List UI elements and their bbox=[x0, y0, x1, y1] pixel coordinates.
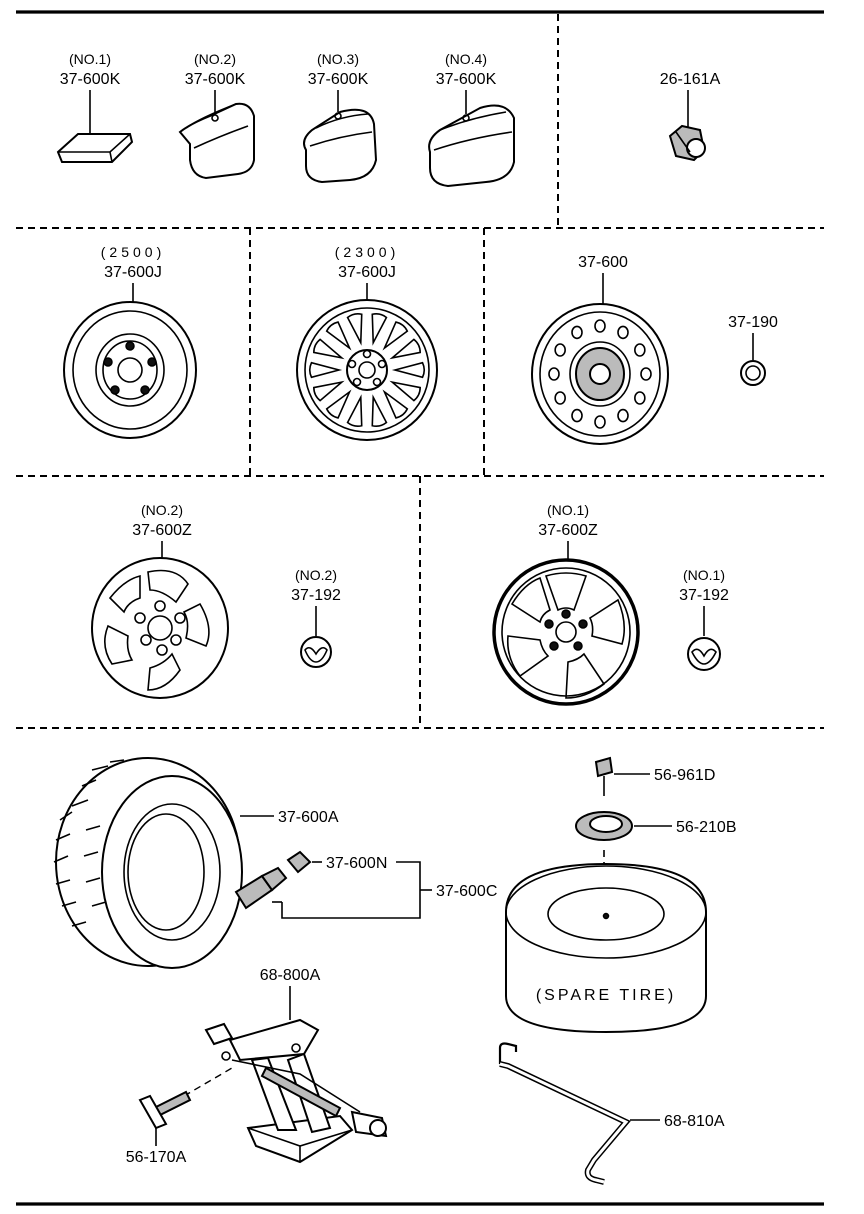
part-label: 37-600J bbox=[338, 264, 396, 281]
part-label: 26-161A bbox=[660, 71, 721, 88]
part-label: 56-961D bbox=[654, 767, 715, 784]
spoke-slot bbox=[389, 338, 421, 360]
part-label: 37-600 bbox=[578, 254, 628, 271]
part-nut-k1[interactable]: (NO.1) 37-600K bbox=[56, 51, 134, 163]
part-label: 68-810A bbox=[664, 1113, 725, 1130]
wheel-holes bbox=[548, 319, 652, 429]
part-label: 37-600N bbox=[326, 855, 387, 872]
vent-hole bbox=[554, 343, 566, 357]
part-wheel-z2[interactable]: (NO.2) 37-600Z bbox=[91, 502, 229, 699]
part-spare-tire[interactable]: (SPARE TIRE) bbox=[505, 850, 707, 1034]
part-label: 37-600K bbox=[185, 71, 246, 88]
vent-hole bbox=[594, 319, 606, 333]
part-label: 37-600Z bbox=[132, 522, 192, 539]
label-top: (NO.2) bbox=[295, 567, 337, 583]
part-jack-handle[interactable]: 68-810A bbox=[498, 1042, 725, 1185]
spoke-slot bbox=[325, 389, 352, 419]
spoke-slot bbox=[371, 394, 388, 428]
part-ornament-2[interactable]: (NO.2) 37-192 bbox=[291, 567, 341, 668]
vent-hole bbox=[594, 415, 606, 429]
spoke-slot bbox=[313, 380, 345, 402]
vent-hole bbox=[571, 325, 583, 340]
spoke-slot bbox=[346, 394, 363, 428]
vent-hole bbox=[634, 343, 646, 357]
label-top: (NO.2) bbox=[141, 502, 183, 518]
label-top: (NO.3) bbox=[317, 51, 359, 67]
label-top: (NO.1) bbox=[547, 502, 589, 518]
part-label: 37-600K bbox=[308, 71, 369, 88]
spoke-slot bbox=[371, 312, 388, 346]
part-ornament-1[interactable]: (NO.1) 37-192 bbox=[679, 567, 729, 671]
part-nut-k3[interactable]: (NO.3) 37-600K bbox=[303, 51, 378, 184]
part-lug-nut[interactable]: 26-161A bbox=[660, 71, 721, 162]
label-top: (NO.1) bbox=[683, 567, 725, 583]
part-wheel-steel[interactable]: 37-600 bbox=[531, 254, 669, 445]
part-tire[interactable]: 37-600A bbox=[53, 757, 339, 969]
part-nut-k4[interactable]: (NO.4) 37-600K bbox=[428, 51, 515, 188]
part-label: 68-800A bbox=[260, 967, 321, 984]
vent-hole bbox=[571, 408, 583, 423]
part-label: 56-170A bbox=[126, 1149, 187, 1166]
label-top: (2300) bbox=[335, 244, 399, 260]
part-label: 37-600C bbox=[436, 883, 497, 900]
vent-hole bbox=[554, 391, 566, 405]
label-top: (NO.2) bbox=[194, 51, 236, 67]
part-label: 37-190 bbox=[728, 314, 778, 331]
vent-hole bbox=[634, 391, 646, 405]
spoke-slot bbox=[325, 321, 352, 351]
frame-lines bbox=[16, 10, 824, 1206]
part-cap-190[interactable]: 37-190 bbox=[728, 314, 778, 386]
part-valve-cap[interactable]: 37-600N bbox=[286, 850, 387, 874]
part-label: 37-600A bbox=[278, 809, 339, 826]
spoke-slot bbox=[391, 361, 426, 379]
spoke-slot bbox=[382, 389, 409, 419]
part-wheel-z1[interactable]: (NO.1) 37-600Z bbox=[492, 502, 640, 706]
part-label: 37-600K bbox=[436, 71, 497, 88]
spare-tire-label: (SPARE TIRE) bbox=[536, 987, 676, 1004]
label-top: (NO.4) bbox=[445, 51, 487, 67]
part-nut-k2[interactable]: (NO.2) 37-600K bbox=[178, 51, 255, 180]
vent-hole bbox=[640, 367, 652, 381]
spoke-slot bbox=[308, 361, 343, 379]
spoke-slot bbox=[382, 321, 409, 351]
part-jack-pin[interactable]: 56-170A bbox=[126, 1067, 233, 1166]
part-label: 37-192 bbox=[291, 587, 341, 604]
spoke-slot bbox=[389, 380, 421, 402]
vent-hole bbox=[617, 408, 629, 423]
spoke-slot bbox=[346, 312, 363, 346]
part-label: 37-600Z bbox=[538, 522, 598, 539]
vent-hole bbox=[617, 325, 629, 340]
part-bolt[interactable]: 56-961D bbox=[594, 756, 715, 796]
part-label: 56-210B bbox=[676, 819, 737, 836]
part-jack[interactable]: 68-800A bbox=[204, 967, 388, 1164]
label-top: (2500) bbox=[101, 244, 165, 260]
vent-hole bbox=[548, 367, 560, 381]
part-valve-assy[interactable]: 37-600C bbox=[234, 861, 497, 919]
part-retainer[interactable]: 56-210B bbox=[575, 811, 737, 841]
part-label: 37-600K bbox=[60, 71, 121, 88]
part-wheel-2300[interactable]: (2300) 37-600J bbox=[296, 244, 438, 441]
part-wheel-2500[interactable]: (2500) 37-600J bbox=[63, 244, 197, 439]
wheel-spokes bbox=[308, 312, 426, 428]
label-top: (NO.1) bbox=[69, 51, 111, 67]
part-label: 37-192 bbox=[679, 587, 729, 604]
part-label: 37-600J bbox=[104, 264, 162, 281]
spoke-slot bbox=[313, 338, 345, 360]
